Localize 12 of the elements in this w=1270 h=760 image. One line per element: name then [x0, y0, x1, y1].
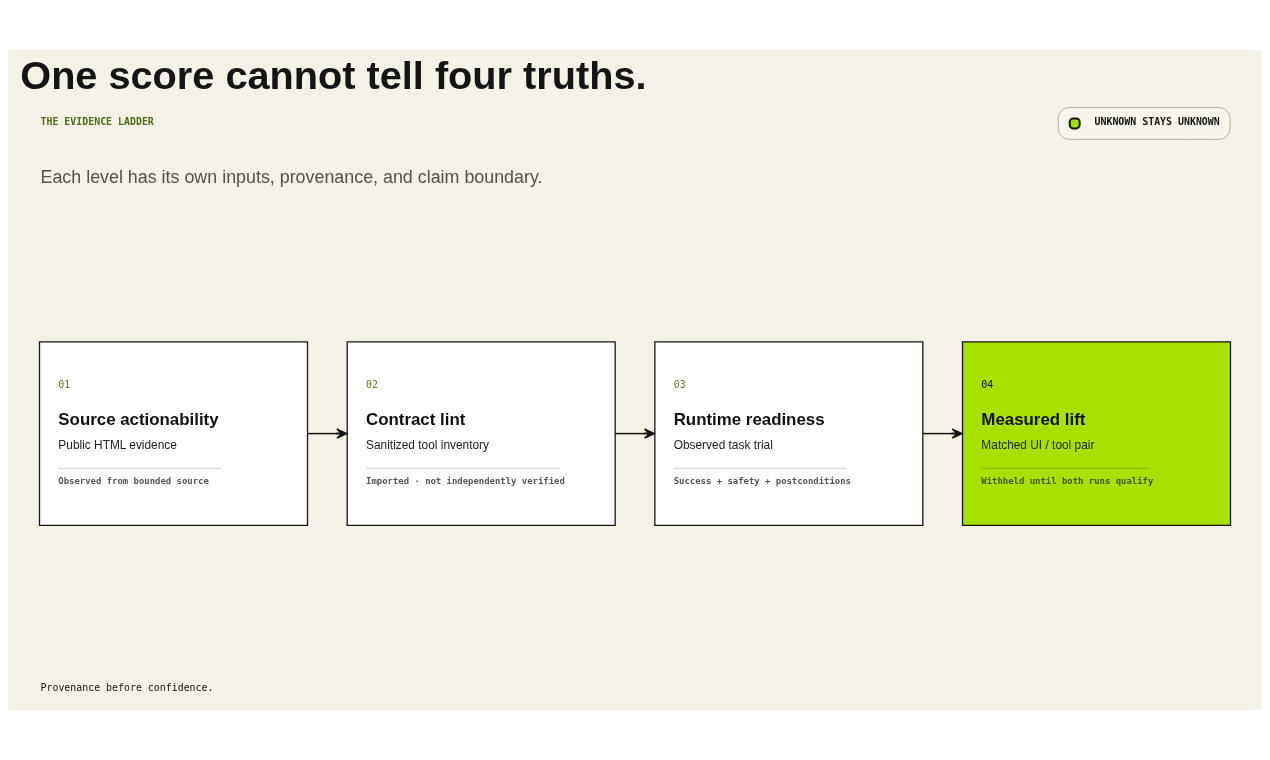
label: Provenance before confidence.: [40, 682, 214, 694]
arrow: [614, 428, 656, 439]
diagram-title: One score cannot tell four truths.: [20, 52, 647, 97]
label: Each level has its own inputs, provenance, and claim boundary.: [40, 167, 543, 188]
arrow: [306, 428, 348, 439]
label: THE EVIDENCE LADDER: [40, 116, 154, 128]
arrow: [922, 428, 963, 439]
node-box: 02 Contract lint Sanitized tool inventory Imported · not independently verified: [346, 341, 616, 527]
node-box: 01 Source actionability Public HTML evidence Observed from bounded source: [38, 341, 309, 527]
node-box: 04 Measured lift Matched UI / tool pair Withheld until both runs qualify: [961, 341, 1232, 527]
node-box: 03 Runtime readiness Observed task trial Success + safety + postconditions: [654, 341, 924, 527]
label: UNKNOWN STAYS UNKNOWN: [1094, 115, 1220, 127]
